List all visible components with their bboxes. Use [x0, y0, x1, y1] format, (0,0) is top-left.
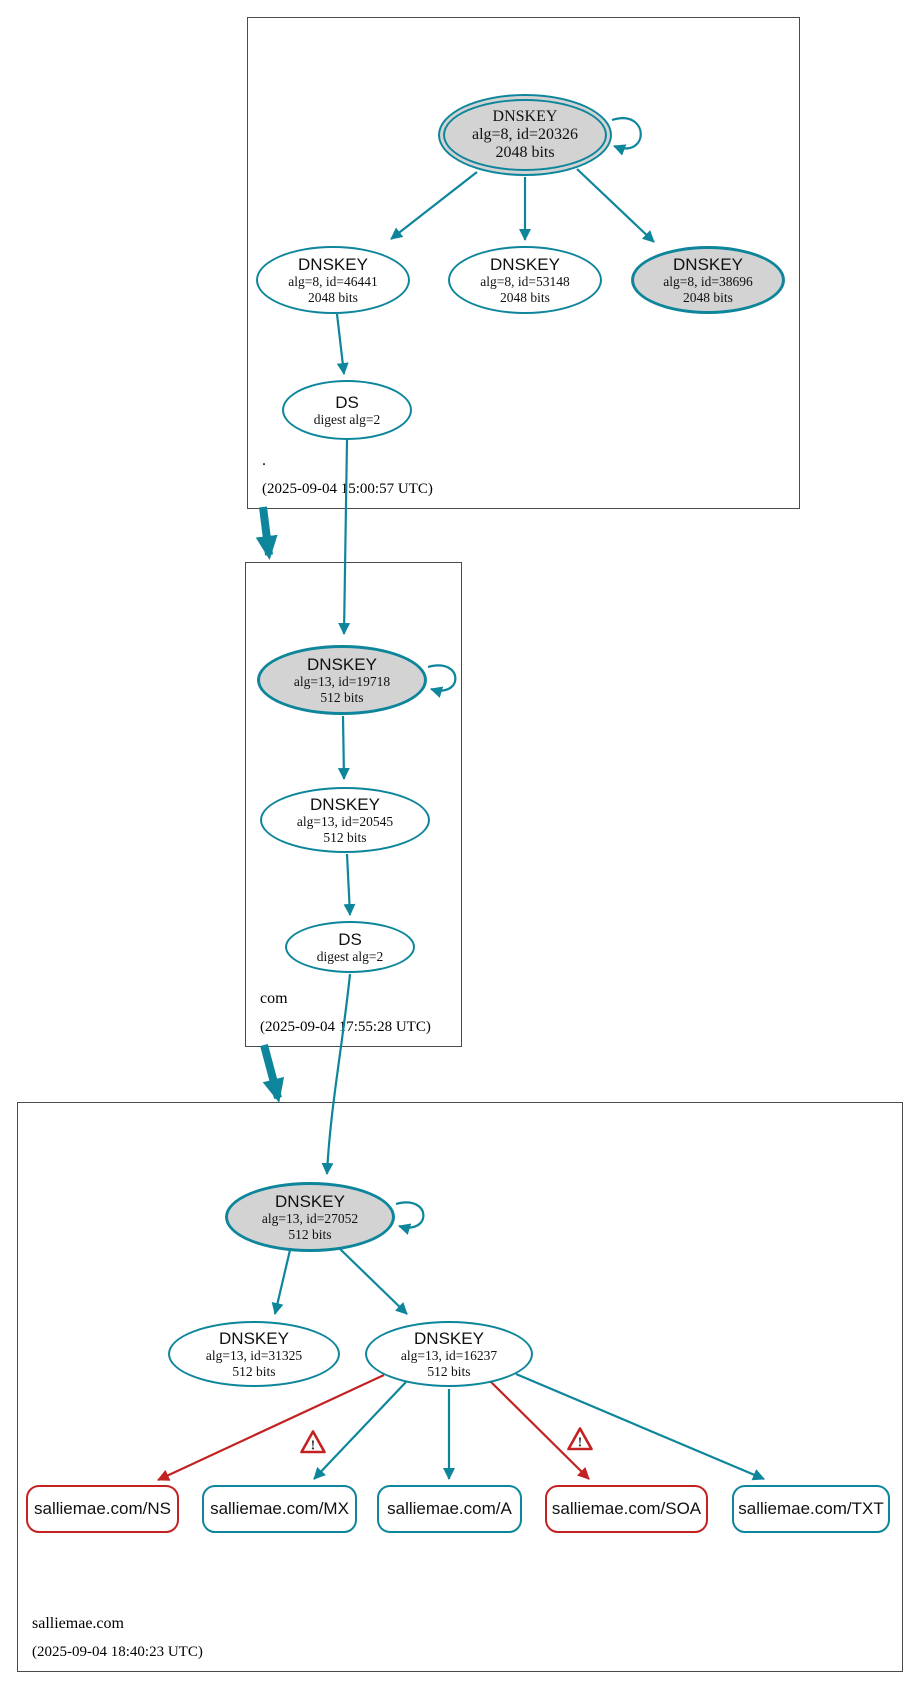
dnskey-node-salliemae-31325[interactable]: DNSKEY alg=13, id=31325 512 bits: [168, 1321, 340, 1387]
dnskey-node-root-20326-inner: DNSKEY alg=8, id=20326 2048 bits: [443, 99, 607, 171]
edge-key16237-to-rrset-ns: [157, 1374, 385, 1481]
rrset-label: salliemae.com/SOA: [551, 1499, 702, 1518]
warning-exclamation: !: [311, 1439, 316, 1454]
node-title: DNSKEY: [219, 1328, 289, 1348]
node-detail-alg-id: alg=8, id=46441: [288, 273, 378, 289]
edge-salliemae-ksk-to-key16237: [338, 1247, 408, 1315]
warning-icon-ns-edge[interactable]: !: [300, 1430, 326, 1454]
rrset-salliemae-com-ns[interactable]: salliemae.com/NS: [26, 1485, 179, 1533]
delegation-arrow-com-to-salliemae: [260, 1043, 285, 1103]
node-detail-bits: 512 bits: [232, 1363, 276, 1379]
zone-box-salliemae-com: salliemae.com (2025-09-04 18:40:23 UTC): [17, 1102, 903, 1672]
node-title: DNSKEY: [492, 108, 558, 125]
node-detail-bits: 512 bits: [320, 689, 364, 705]
node-detail-alg-id: alg=8, id=38696: [663, 273, 753, 289]
rrset-salliemae-com-mx[interactable]: salliemae.com/MX: [202, 1485, 357, 1533]
node-title: DNSKEY: [490, 254, 560, 274]
zone-label-root: . (2025-09-04 15:00:57 UTC): [262, 452, 433, 498]
dnskey-node-root-46441[interactable]: DNSKEY alg=8, id=46441 2048 bits: [256, 246, 410, 314]
node-title: DS: [335, 392, 359, 412]
dnskey-node-com-20545[interactable]: DNSKEY alg=13, id=20545 512 bits: [260, 787, 430, 853]
node-title: DNSKEY: [307, 654, 377, 674]
node-detail-alg-id: alg=13, id=19718: [293, 673, 391, 689]
zone-name: salliemae.com: [32, 1615, 124, 1632]
zone-box-root: . (2025-09-04 15:00:57 UTC): [247, 17, 800, 509]
node-detail-bits: 512 bits: [427, 1363, 471, 1379]
zone-timestamp: (2025-09-04 15:00:57 UTC): [262, 481, 433, 497]
edge-salliemae-ksk-selfloop: [395, 1201, 425, 1235]
node-title: DS: [338, 929, 362, 949]
node-title: DNSKEY: [275, 1191, 345, 1211]
zone-timestamp: (2025-09-04 17:55:28 UTC): [260, 1019, 431, 1035]
rrset-label: salliemae.com/MX: [210, 1499, 349, 1518]
warning-exclamation: !: [578, 1436, 583, 1451]
edge-root-ksk-selfloop: [611, 117, 642, 156]
node-detail-bits: 2048 bits: [500, 289, 550, 305]
node-detail-digest: digest alg=2: [313, 411, 381, 427]
ds-node-root[interactable]: DS digest alg=2: [282, 380, 412, 440]
node-detail-alg-id: alg=13, id=31325: [205, 1347, 303, 1363]
rrset-salliemae-com-txt[interactable]: salliemae.com/TXT: [732, 1485, 890, 1533]
edge-root-ds-to-com-ksk: [338, 439, 351, 635]
node-detail-alg-id: alg=13, id=20545: [296, 813, 394, 829]
rrset-label: salliemae.com/TXT: [738, 1499, 884, 1518]
zone-name: .: [262, 452, 266, 469]
edge-key46441-to-root-ds: [335, 313, 349, 375]
rrset-salliemae-com-soa[interactable]: salliemae.com/SOA: [545, 1485, 708, 1533]
dnskey-node-root-20326-trust-anchor[interactable]: DNSKEY alg=8, id=20326 2048 bits: [438, 94, 612, 176]
node-detail-bits: 2048 bits: [495, 144, 555, 161]
node-detail-bits: 512 bits: [323, 829, 367, 845]
dnskey-node-salliemae-27052[interactable]: DNSKEY alg=13, id=27052 512 bits: [225, 1182, 395, 1252]
zone-label-salliemae-com: salliemae.com (2025-09-04 18:40:23 UTC): [32, 1615, 203, 1661]
ds-node-com[interactable]: DS digest alg=2: [285, 921, 415, 973]
edge-salliemae-ksk-to-key31325: [271, 1249, 292, 1315]
dnskey-node-com-19718[interactable]: DNSKEY alg=13, id=19718 512 bits: [257, 645, 427, 715]
dnskey-node-root-53148[interactable]: DNSKEY alg=8, id=53148 2048 bits: [448, 246, 602, 314]
edge-com-ksk-selfloop: [427, 664, 457, 698]
node-title: DNSKEY: [298, 254, 368, 274]
node-detail-alg-id: alg=13, id=27052: [261, 1210, 359, 1226]
node-title: DNSKEY: [673, 254, 743, 274]
node-detail-alg-id: alg=8, id=20326: [471, 126, 579, 143]
edge-root-ksk-to-key46441: [390, 171, 478, 240]
node-detail-bits: 2048 bits: [308, 289, 358, 305]
node-title: DNSKEY: [414, 1328, 484, 1348]
node-title: DNSKEY: [310, 794, 380, 814]
edge-key20545-to-com-ds: [343, 853, 356, 916]
zone-name: com: [260, 990, 288, 1007]
node-detail-bits: 512 bits: [288, 1226, 332, 1242]
node-detail-alg-id: alg=13, id=16237: [400, 1347, 498, 1363]
rrset-salliemae-com-a[interactable]: salliemae.com/A: [377, 1485, 522, 1533]
dnskey-node-salliemae-16237[interactable]: DNSKEY alg=13, id=16237 512 bits: [365, 1321, 533, 1387]
node-detail-alg-id: alg=8, id=53148: [480, 273, 570, 289]
zone-timestamp: (2025-09-04 18:40:23 UTC): [32, 1644, 203, 1660]
zone-label-com: com (2025-09-04 17:55:28 UTC): [260, 990, 431, 1036]
zone-box-com: com (2025-09-04 17:55:28 UTC): [245, 562, 462, 1047]
edge-root-ksk-to-key38696: [576, 168, 655, 243]
rrset-label: salliemae.com/NS: [34, 1499, 171, 1518]
edge-key16237-to-rrset-soa: [490, 1381, 590, 1480]
node-detail-bits: 2048 bits: [683, 289, 733, 305]
rrset-label: salliemae.com/A: [387, 1499, 512, 1518]
warning-icon-soa-edge[interactable]: !: [567, 1427, 593, 1451]
edge-com-ksk-to-key20545: [337, 715, 350, 780]
edge-key16237-to-rrset-mx: [313, 1381, 407, 1480]
edge-com-ds-to-salliemae-ksk: [321, 973, 352, 1175]
node-detail-digest: digest alg=2: [316, 948, 384, 964]
dnskey-node-root-38696[interactable]: DNSKEY alg=8, id=38696 2048 bits: [631, 246, 785, 314]
edge-key16237-to-rrset-txt: [515, 1372, 765, 1481]
delegation-arrow-root-to-com: [255, 506, 278, 560]
